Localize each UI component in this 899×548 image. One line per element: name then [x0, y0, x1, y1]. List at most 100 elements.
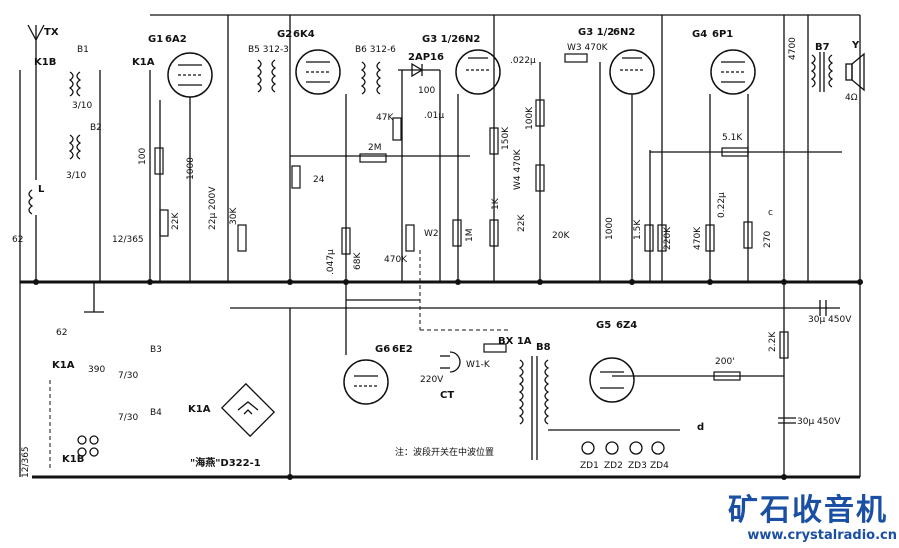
- r-68k-label: 68K: [353, 252, 363, 270]
- k1a-label-top: K1A: [132, 57, 155, 68]
- c-30u-label: 30μ 450V: [808, 315, 852, 325]
- r-200-label: 200': [715, 357, 735, 367]
- brand-url: www.crystalradio.cn: [747, 528, 897, 543]
- tube-g3a: [455, 49, 501, 95]
- fuse-bx: [483, 343, 507, 353]
- k1a-label-bottom: K1A: [52, 360, 75, 371]
- tube-g5: [589, 357, 635, 403]
- r-22k-pwr-label: 2.2K: [768, 331, 778, 352]
- c-3-10-label: 3/10: [72, 101, 92, 111]
- tube-g5-ref: G5: [596, 320, 611, 331]
- resistor-2m: [359, 153, 387, 163]
- c-4700-label: 4700: [788, 37, 798, 60]
- tube-g1: [167, 52, 213, 98]
- c-7-30b-label: 7/30: [118, 413, 138, 423]
- b8-label: B8: [536, 342, 551, 353]
- ct-label-mains: CT: [440, 390, 454, 401]
- c-7-30-label: 7/30: [118, 371, 138, 381]
- output-transformer: [810, 52, 834, 92]
- c-12-365b-label: 12/365: [21, 446, 31, 478]
- tube-g3b-type: 6N2: [613, 27, 635, 38]
- r-100-label: 100: [138, 148, 148, 165]
- tube-g2: [295, 49, 341, 95]
- pot-w3: [564, 53, 588, 63]
- tube-g5-type: 6Z4: [616, 320, 637, 331]
- diode-2ap16: [398, 62, 440, 78]
- switch-note: 注：波段开关在中波位置: [395, 446, 494, 458]
- c-22u-label: 22μ 200V: [208, 186, 218, 230]
- tube-g3b: [609, 49, 655, 95]
- tube-g6-type: 6E2: [392, 344, 413, 355]
- speaker-icon: [845, 52, 865, 92]
- w1-label: W1-K: [466, 360, 491, 370]
- c-12-365-label: 12/365: [112, 235, 144, 245]
- brand-name: 矿石收音机: [728, 493, 888, 528]
- c-3-10b-label: 3/10: [66, 171, 86, 181]
- b7-label: B7: [815, 42, 830, 53]
- r-15k-label: 1.5K: [633, 219, 643, 240]
- capacitor-30u: [819, 300, 827, 316]
- r-30k-label: 30K: [229, 207, 239, 225]
- resistor-15k: [644, 224, 654, 252]
- antenna-icon: [27, 24, 45, 70]
- diode-label: 2AP16: [408, 52, 444, 63]
- b3-label: B3: [150, 345, 162, 355]
- zd2-label: ZD2: [604, 461, 623, 471]
- tube-g2-ref: G2: [277, 29, 292, 40]
- rf-coil-b2: [68, 134, 82, 160]
- tube-g3a-ref: G3 1/2: [422, 34, 458, 45]
- zd4-label: ZD4: [650, 461, 669, 471]
- sw-c-label: c: [768, 208, 773, 218]
- w3-label: W3 470K: [567, 43, 609, 53]
- k1b-label-bottom: K1B: [62, 454, 84, 465]
- resistor-47k: [392, 117, 402, 141]
- tube-g6-ref: G6: [375, 344, 390, 355]
- power-plug-icon: [440, 351, 461, 373]
- model-label: "海燕"D322-1: [190, 456, 261, 469]
- fuse-label: BX 1A: [498, 336, 532, 347]
- tube-g2-type: 6K4: [293, 29, 315, 40]
- r-47k-label: 47K: [376, 113, 394, 123]
- mains-label: 220V: [420, 375, 444, 385]
- c-022b-label: 0.22μ: [717, 192, 727, 218]
- c-022-label: .022μ: [510, 56, 536, 66]
- dial-lamp-zd4: [651, 441, 665, 455]
- r-22k-label: 22K: [171, 212, 181, 230]
- b4-label: B4: [150, 408, 162, 418]
- r-2m-label: 2M: [368, 143, 382, 153]
- r-270-label: 270: [763, 231, 773, 248]
- b5-label: B5 312-3: [248, 45, 289, 55]
- tube-g1-ref: G1: [148, 34, 163, 45]
- resistor-30k: [237, 224, 247, 252]
- ground-label: Y: [851, 40, 860, 51]
- r-100k-label: 100K: [525, 106, 535, 130]
- b2-label: B2: [90, 123, 102, 133]
- wiring: [35, 15, 842, 477]
- w4-label: W4 470K: [513, 148, 523, 190]
- if-transformer-b5: [256, 59, 277, 93]
- r-24-label: 24: [313, 175, 325, 185]
- dial-lamp-zd3: [629, 441, 643, 455]
- loop-label: L: [38, 184, 45, 195]
- c-1000-label: 1000: [186, 157, 196, 180]
- rf-coil-b1: [68, 71, 82, 97]
- zd1-label: ZD1: [580, 461, 599, 471]
- r-220k-label: 220K: [663, 226, 673, 250]
- c-30ub-label: 30μ 450V: [797, 417, 841, 427]
- k1b-label-top: K1B: [34, 57, 56, 68]
- tube-g3b-ref: G3 1/2: [578, 27, 614, 38]
- tube-g3a-type: 6N2: [458, 34, 480, 45]
- sw-d-label: d: [697, 422, 704, 433]
- capacitor-30ub: [778, 417, 796, 424]
- r-150k-label: 150K: [501, 126, 511, 150]
- pot-w2: [405, 224, 415, 252]
- c-01-label: .01μ: [424, 111, 444, 121]
- k1a-label-right: K1A: [188, 404, 211, 415]
- b6-label: B6 312-6: [355, 45, 396, 55]
- r-20k-label: 20K: [552, 231, 570, 241]
- tube-g4-ref: G4: [692, 29, 707, 40]
- resistor-1m: [452, 219, 462, 247]
- zd3-label: ZD3: [628, 461, 647, 471]
- resistor-24: [291, 165, 301, 189]
